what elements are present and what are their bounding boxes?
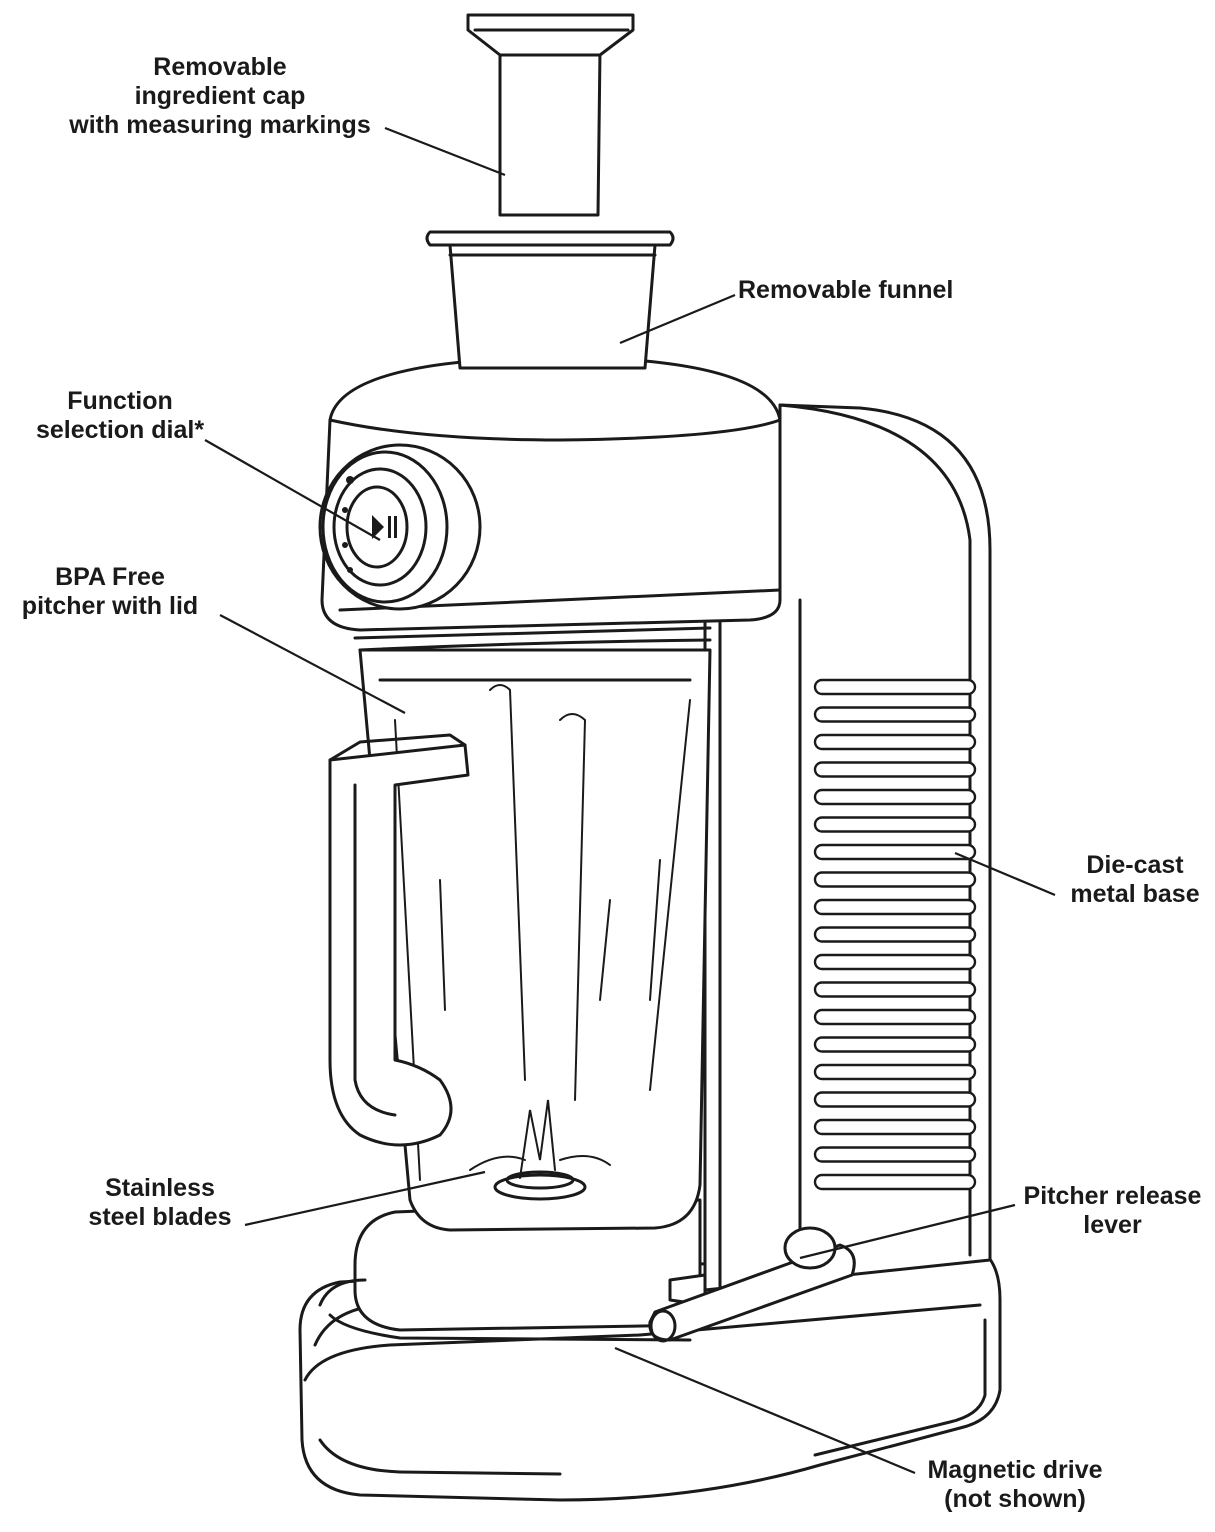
release-lever [648, 1226, 856, 1343]
label-line: Pitcher release [1023, 1182, 1202, 1210]
vent-slot [813, 816, 977, 833]
vent-slot [813, 981, 977, 998]
leader-lines [204, 126, 1056, 1475]
label-line: selection dial* [35, 416, 205, 444]
vent-slot [813, 1146, 977, 1163]
label-release-lever: Pitcher release lever [1010, 1182, 1215, 1240]
vent-slot [813, 1091, 977, 1108]
label-line: metal base [1070, 880, 1200, 908]
vent-slots [813, 678, 977, 1191]
pitcher-jar [358, 648, 712, 1232]
vent-slot [813, 926, 977, 943]
label-line: Function [67, 387, 173, 415]
blade-assembly [469, 1099, 611, 1201]
ingredient-cap [466, 13, 635, 217]
label-line: ingredient cap [134, 82, 306, 110]
label-funnel: Removable funnel [738, 276, 953, 305]
vent-slot [813, 1173, 977, 1191]
label-line: pitcher with lid [21, 592, 199, 620]
label-blades: Stainless steel blades [70, 1174, 250, 1232]
vent-slot [813, 1118, 977, 1136]
vent-slot [813, 678, 977, 696]
label-line: Die-cast [1086, 851, 1184, 879]
vent-slot [813, 953, 977, 971]
vent-slot [813, 1063, 977, 1081]
label-line: Magnetic drive [927, 1456, 1103, 1484]
label-pitcher: BPA Free pitcher with lid [5, 563, 215, 621]
vent-slot [813, 1036, 977, 1053]
label-line: (not shown) [944, 1485, 1086, 1513]
label-line: steel blades [88, 1203, 232, 1231]
label-line: with measuring markings [69, 111, 371, 139]
label-ingredient-cap: Removable ingredient cap with measuring … [40, 53, 400, 140]
vent-slot [813, 761, 977, 778]
label-line: BPA Free [55, 563, 165, 591]
label-line: Removable funnel [738, 276, 954, 304]
vent-slot [813, 1008, 977, 1026]
label-function-dial: Function selection dial* [15, 387, 225, 445]
label-line: Removable [153, 53, 287, 81]
vent-slot [813, 898, 977, 916]
vent-slot [813, 843, 977, 861]
label-line: lever [1083, 1211, 1142, 1239]
pitcher-handle [328, 733, 470, 1147]
vent-slot [813, 706, 977, 723]
function-dial [318, 443, 482, 611]
funnel [425, 230, 675, 370]
label-metal-base: Die-cast metal base [1055, 851, 1215, 909]
vent-slot [813, 788, 977, 806]
label-line: Stainless [105, 1174, 215, 1202]
label-magnetic-drive: Magnetic drive (not shown) [905, 1456, 1125, 1514]
vent-slot [813, 733, 977, 751]
vent-slot [813, 871, 977, 888]
